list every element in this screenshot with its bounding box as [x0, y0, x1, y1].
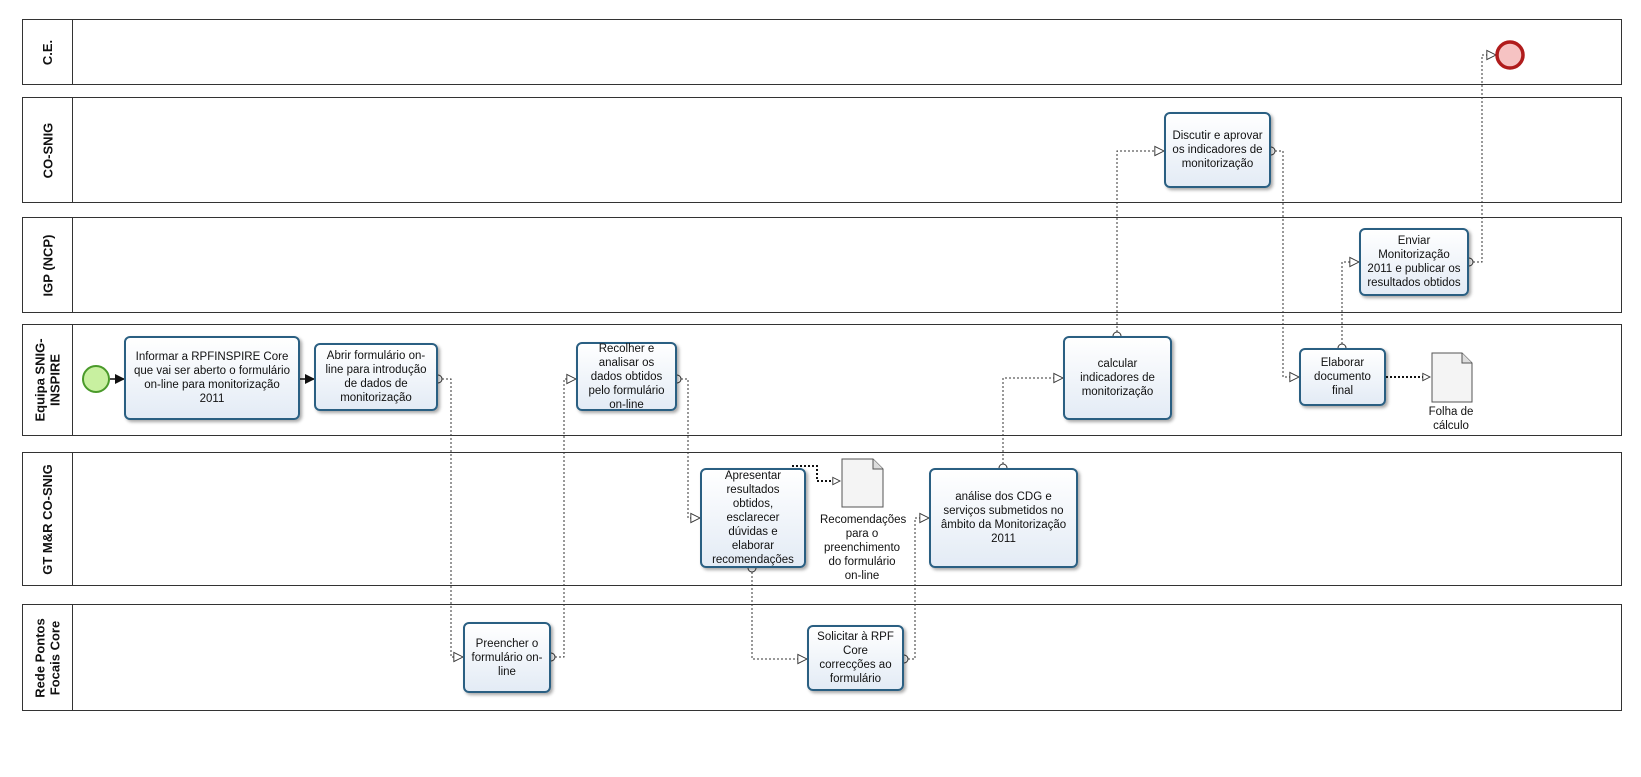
lane-header: CO-SNIG	[23, 98, 73, 202]
msg-analise-to-calcular	[1002, 378, 1063, 468]
task-enviar-publicar[interactable]: Enviar Monitorização 2011 e publicar os …	[1359, 228, 1469, 296]
task-label: Enviar Monitorização 2011 e publicar os …	[1367, 235, 1461, 289]
task-label: Elaborar documento final	[1314, 357, 1371, 397]
task-elaborar-documento[interactable]: Elaborar documento final	[1299, 348, 1386, 406]
task-label: Informar a RPFINSPIRE Core que vai ser a…	[134, 351, 290, 405]
lane-header: C.E.	[23, 20, 73, 84]
end-event-icon[interactable]	[1495, 40, 1525, 70]
task-calcular-indicadores[interactable]: calcular indicadores de monitorização	[1063, 336, 1172, 420]
msg-preencher-to-recolher	[551, 379, 576, 658]
msg-recolher-to-apresentar	[677, 378, 700, 518]
task-label: Recolher e analisar os dados obtidos pel…	[588, 342, 665, 411]
task-abrir-formulario[interactable]: Abrir formulário on-line para introdução…	[314, 343, 438, 411]
msg-elaborar-to-enviar	[1341, 262, 1359, 348]
lane-gt-mr-co-snig: GT M&R CO-SNIG	[22, 452, 1622, 586]
task-discutir-aprovar[interactable]: Discutir e aprovar os indicadores de mon…	[1164, 112, 1271, 188]
task-label: Discutir e aprovar os indicadores de mon…	[1172, 130, 1263, 170]
lane-co-snig: CO-SNIG	[22, 97, 1622, 203]
task-preencher-formulario[interactable]: Preencher o formulário on-line	[463, 622, 551, 693]
msg-abrir-to-preencher	[438, 378, 463, 657]
task-label: Solicitar à RPF Core correcções ao formu…	[817, 631, 894, 685]
task-label: Abrir formulário on-line para introdução…	[325, 350, 427, 404]
task-recolher-analisar[interactable]: Recolher e analisar os dados obtidos pel…	[576, 342, 677, 411]
task-solicitar-correccoes[interactable]: Solicitar à RPF Core correcções ao formu…	[807, 625, 904, 691]
msg-discutir-to-elaborar	[1271, 150, 1299, 377]
document-folha-de-calculo-icon[interactable]	[1431, 352, 1473, 403]
lane-ce: C.E.	[22, 19, 1622, 85]
msg-solicitar-to-analise	[904, 518, 929, 660]
msg-calcular-to-discutir	[1116, 151, 1164, 336]
document-recomendacoes-label: Recomendações para o preenchimento do fo…	[820, 514, 907, 582]
task-label: análise dos CDG e serviços submetidos no…	[940, 491, 1067, 545]
task-informar[interactable]: Informar a RPFINSPIRE Core que vai ser a…	[124, 336, 300, 420]
task-label: calcular indicadores de monitorização	[1080, 358, 1155, 398]
document-folha-de-calculo-label: Folha de cálculo	[1428, 406, 1474, 432]
lane-header: GT M&R CO-SNIG	[23, 453, 73, 585]
start-event-icon[interactable]	[82, 365, 110, 393]
lane-header: Equipa SNIG- INSPIRE	[23, 325, 73, 435]
assoc-apresentar-to-recomendacoes	[792, 465, 840, 481]
msg-apresentar-to-solicitar	[751, 568, 807, 659]
task-analise-cdg[interactable]: análise dos CDG e serviços submetidos no…	[929, 468, 1078, 568]
msg-enviar-to-end	[1469, 55, 1496, 263]
task-label: Preencher o formulário on-line	[471, 637, 543, 678]
lane-header: IGP (NCP)	[23, 218, 73, 312]
task-label: Apresentar resultados obtidos, esclarece…	[712, 470, 794, 566]
document-recomendacoes-icon[interactable]	[841, 458, 884, 508]
lane-header: Rede Pontos Focais Core	[23, 605, 73, 710]
task-apresentar-resultados[interactable]: Apresentar resultados obtidos, esclarece…	[700, 468, 806, 568]
